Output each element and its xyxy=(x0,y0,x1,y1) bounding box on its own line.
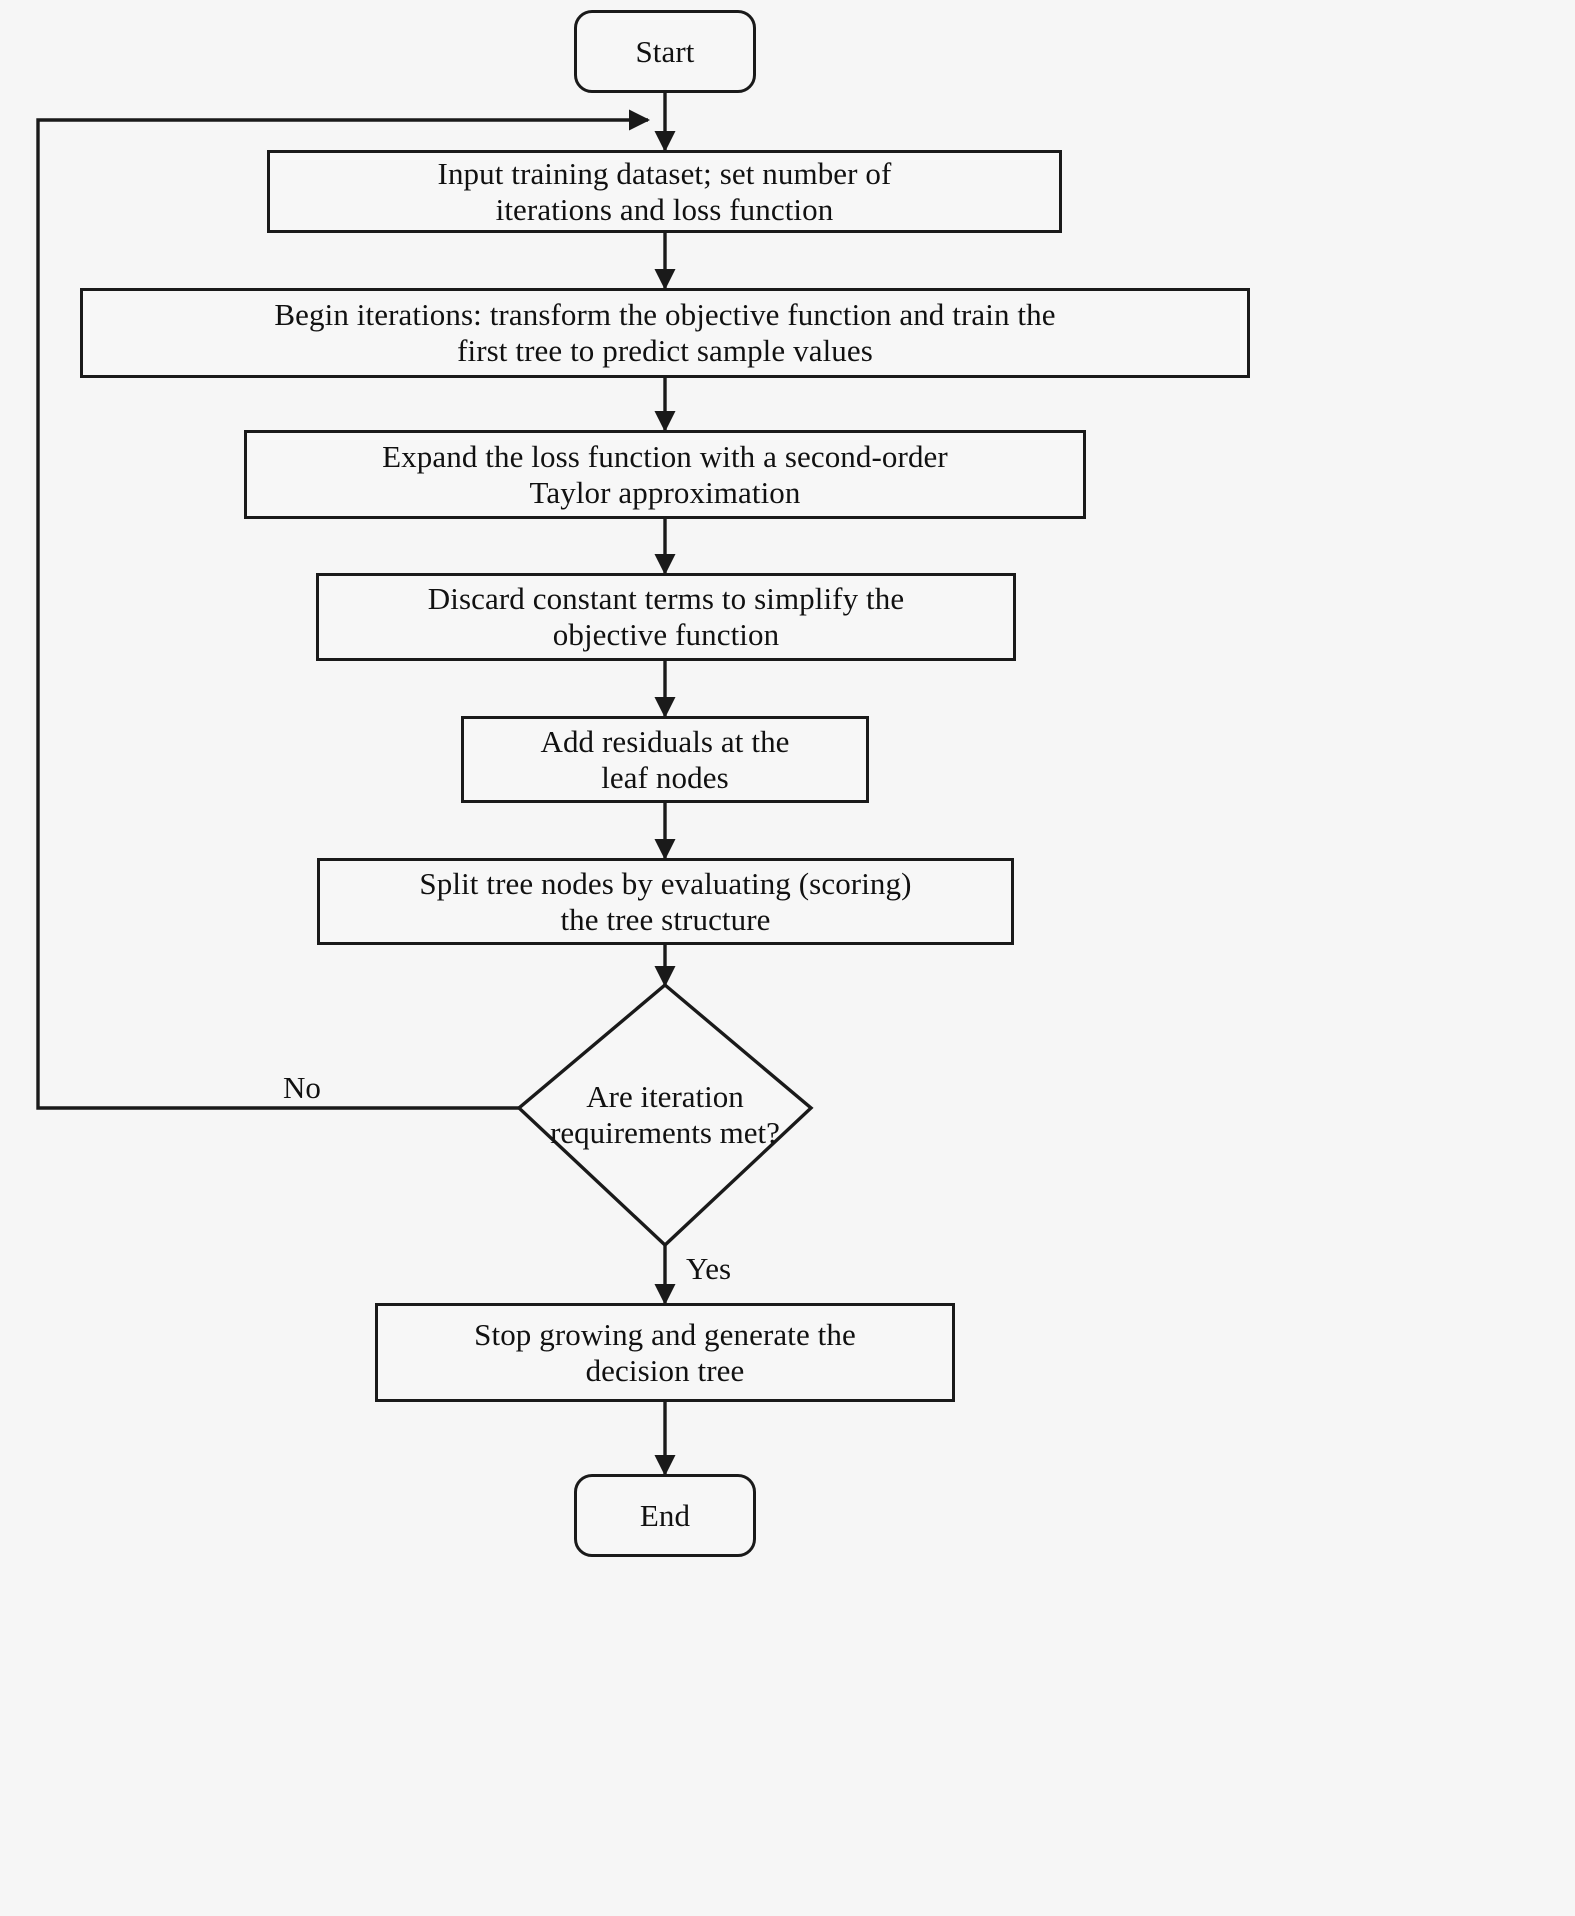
decision-diamond-outline xyxy=(516,982,814,1248)
node-split-tree-nodes[interactable]: Split tree nodes by evaluating (scoring)… xyxy=(317,858,1014,945)
node-input-dataset-label: Input training dataset; set number of it… xyxy=(437,155,892,227)
node-stop-growing[interactable]: Stop growing and generate the decision t… xyxy=(375,1303,955,1402)
node-add-residuals[interactable]: Add residuals at the leaf nodes xyxy=(461,716,869,803)
node-discard-constants[interactable]: Discard constant terms to simplify the o… xyxy=(316,573,1016,661)
node-split-tree-nodes-label: Split tree nodes by evaluating (scoring)… xyxy=(419,865,912,937)
node-stop-growing-label: Stop growing and generate the decision t… xyxy=(474,1316,856,1388)
edge-label-yes: Yes xyxy=(686,1251,732,1286)
node-start[interactable]: Start xyxy=(574,10,756,93)
node-input-dataset[interactable]: Input training dataset; set number of it… xyxy=(267,150,1062,233)
node-end-label: End xyxy=(639,1497,691,1533)
node-start-label: Start xyxy=(635,33,695,69)
node-decision-iteration-check-label: Are iteration requirements met? xyxy=(550,1079,780,1150)
node-expand-loss-function[interactable]: Expand the loss function with a second-o… xyxy=(244,430,1086,519)
node-expand-loss-function-label: Expand the loss function with a second-o… xyxy=(382,438,948,510)
node-begin-iterations[interactable]: Begin iterations: transform the objectiv… xyxy=(80,288,1250,378)
edge-label-no: No xyxy=(283,1070,321,1105)
node-end[interactable]: End xyxy=(574,1474,756,1557)
node-decision-iteration-check[interactable]: Are iteration requirements met? xyxy=(519,985,811,1245)
node-add-residuals-label: Add residuals at the leaf nodes xyxy=(540,723,790,795)
node-discard-constants-label: Discard constant terms to simplify the o… xyxy=(427,581,905,652)
node-begin-iterations-label: Begin iterations: transform the objectiv… xyxy=(274,297,1056,368)
edge-decision-no-loop xyxy=(36,109,651,1110)
